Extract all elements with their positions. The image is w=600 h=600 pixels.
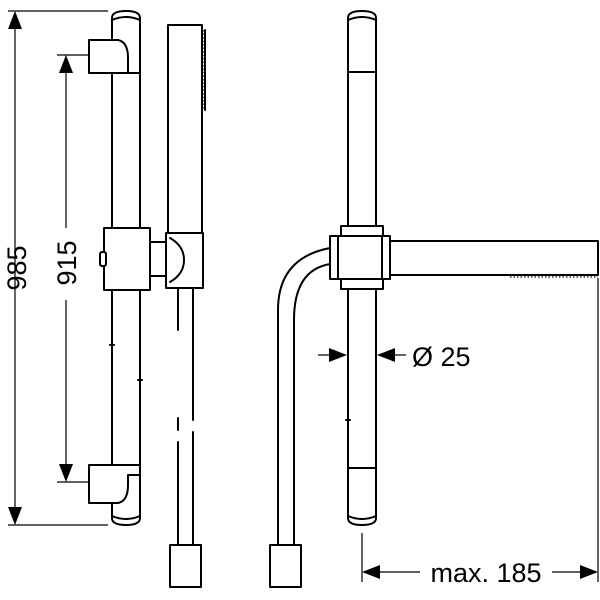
dimension-max-projection <box>361 278 599 582</box>
dimension-915 <box>57 54 90 483</box>
shower-hose-right <box>269 247 331 588</box>
bottom-wall-bracket <box>88 464 141 504</box>
shower-hose-left <box>169 287 202 588</box>
dimension-diameter <box>318 348 406 362</box>
dimension-diameter-label: Ø 25 <box>412 342 471 372</box>
dimension-max-projection-label: max. 185 <box>430 558 541 588</box>
hand-shower-top <box>329 225 599 290</box>
top-wall-bracket <box>88 39 141 74</box>
dimension-915-label: 915 <box>52 240 82 285</box>
slider-block <box>99 227 169 291</box>
dimension-985 <box>8 10 108 526</box>
dimension-985-label: 985 <box>2 245 32 290</box>
hand-shower-side <box>165 24 206 289</box>
